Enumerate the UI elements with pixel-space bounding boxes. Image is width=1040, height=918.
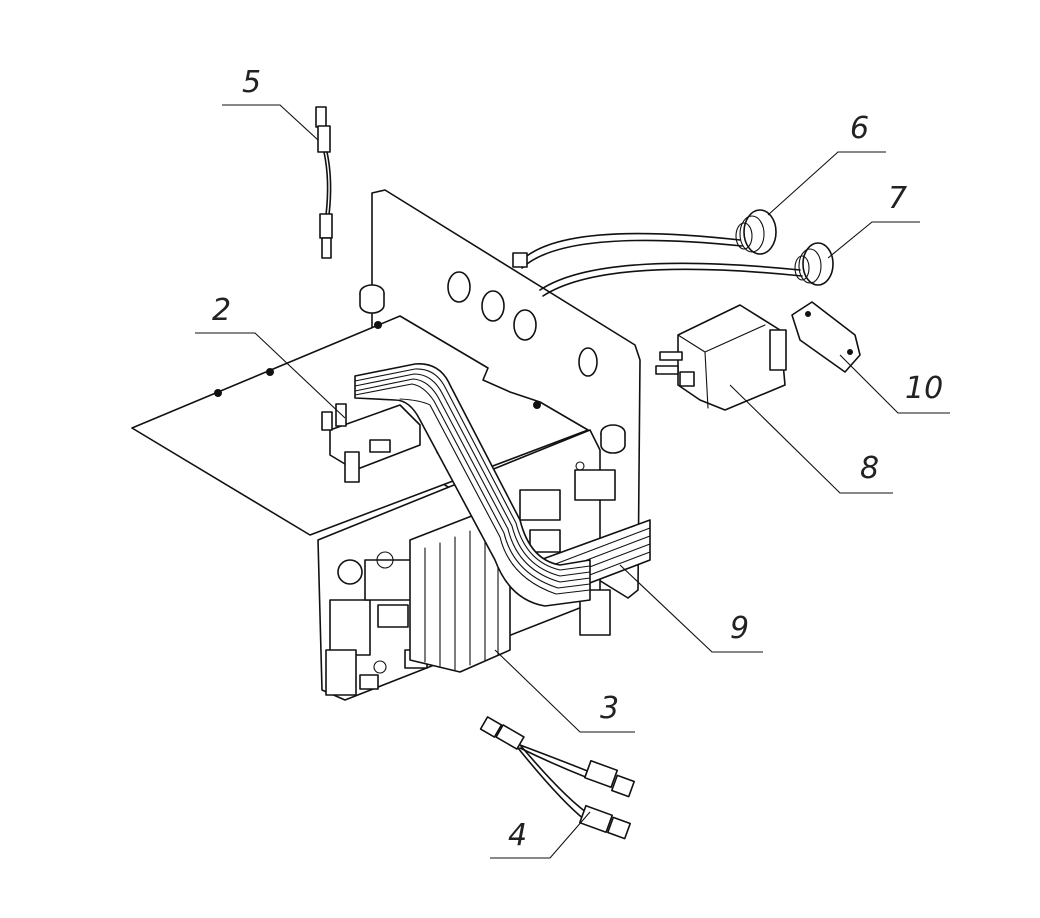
leader-lines [195,104,950,859]
main-board-assembly [299,429,651,701]
grommet-7 [794,242,834,286]
wire-harness-5 [315,106,333,259]
callout-4: 4 [508,818,527,853]
callout-10: 10 [905,371,943,406]
filter-module-8 [655,304,787,411]
switch-board [321,403,421,483]
callout-2: 2 [212,293,231,328]
wire-harness-4 [479,716,635,840]
standoff-lower [600,424,626,454]
ribbon-cable [354,363,591,607]
callout-5: 5 [242,65,261,100]
callout-8: 8 [860,451,879,486]
gasket-plate-10 [791,301,861,373]
grommet-6 [735,209,777,255]
standoff-upper [359,284,385,314]
callout-6: 6 [850,111,869,146]
callout-3: 3 [600,691,619,726]
cable-with-grommets [512,232,803,297]
callout-7: 7 [888,181,907,216]
callout-9: 9 [730,611,749,646]
